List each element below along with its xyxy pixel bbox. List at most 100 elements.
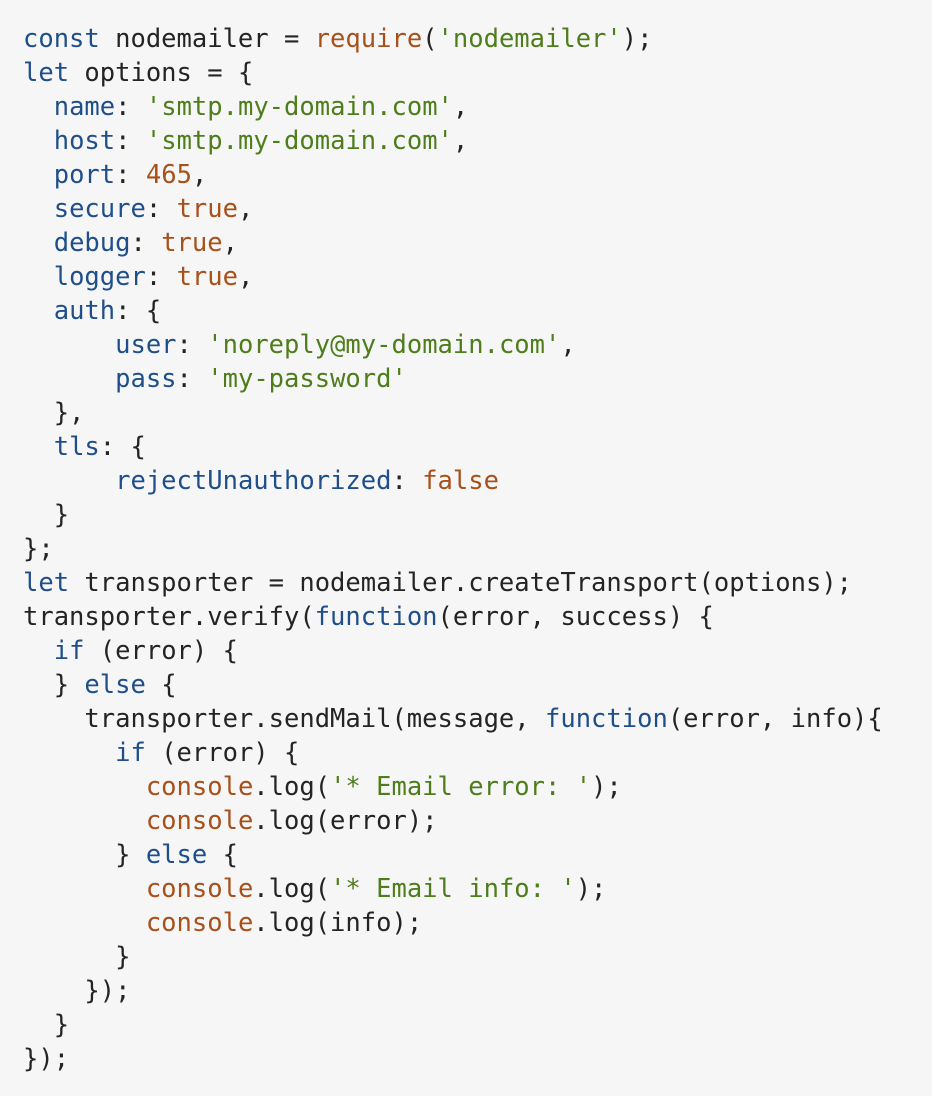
code-token-plain: , [237,262,254,292]
code-line: let transporter = nodemailer.createTrans… [23,566,932,600]
code-token-plain: : { [115,296,162,326]
code-line: pass: 'my-password' [23,362,932,396]
code-token-prop: pass [115,364,177,394]
code-token-builtin: console [145,874,254,904]
code-token-plain: : [145,194,177,224]
code-token-plain: , [237,194,254,224]
code-token-plain [23,296,54,326]
code-line: transporter.sendMail(message, function(e… [23,702,932,736]
code-token-plain: (error) { [84,636,238,666]
code-token-prop: name [53,92,116,122]
code-line: } [23,940,932,974]
code-token-plain [23,738,115,768]
code-token-plain [23,466,115,496]
code-token-prop: tls [53,432,100,462]
code-token-plain: : [115,126,146,156]
code-token-str: 'noreply@my-domain.com' [207,330,561,360]
code-token-plain: , [560,330,576,360]
code-token-plain: : [130,228,162,258]
code-token-prop: user [115,330,177,360]
code-token-plain: }; [23,534,54,564]
code-token-builtin: console [145,908,254,938]
code-token-plain: : [145,262,177,292]
code-line: console.log('* Email info: '); [23,872,932,906]
code-token-plain [23,772,146,802]
code-token-prop: port [53,160,116,190]
code-token-plain: ); [591,772,622,802]
code-token-builtin: console [145,772,254,802]
code-token-bool: false [422,466,499,496]
code-line: user: 'noreply@my-domain.com', [23,328,932,362]
code-token-plain: } [23,1010,70,1040]
code-token-plain: : [176,330,208,360]
code-line: }; [23,532,932,566]
code-token-plain: .log( [253,874,331,904]
code-line: rejectUnauthorized: false [23,464,932,498]
code-token-plain: } [23,840,146,870]
code-token-plain: (error, success) { [437,602,714,632]
code-token-prop: rejectUnauthorized [115,466,392,496]
code-line: name: 'smtp.my-domain.com', [23,90,932,124]
code-line: }); [23,1042,932,1076]
code-line: transporter.verify(function(error, succe… [23,600,932,634]
code-token-kw: else [145,840,208,870]
code-token-plain: : [391,466,423,496]
code-token-plain: (error) { [145,738,300,768]
code-token-plain: , [452,126,469,156]
code-token-plain: transporter.verify( [23,602,315,632]
code-token-num: 465 [145,160,192,190]
code-token-plain: .log(info); [253,908,423,938]
code-token-plain: : [176,364,208,394]
code-line: } else { [23,668,932,702]
code-token-kw: function [314,602,438,632]
code-token-plain: transporter = nodemailer.createTransport… [69,568,853,598]
code-token-plain [23,194,54,224]
code-token-kw: if [53,636,85,666]
code-token-prop: secure [53,194,146,224]
code-line: logger: true, [23,260,932,294]
code-token-bool: true [176,262,238,292]
code-token-kw: let [23,568,70,598]
code-line: port: 465, [23,158,932,192]
code-token-plain [23,160,54,190]
code-token-kw: else [84,670,146,700]
code-token-plain: : [115,160,146,190]
code-token-prop: logger [53,262,146,292]
code-token-plain [23,874,146,904]
code-line: console.log(info); [23,906,932,940]
code-token-plain: } [23,942,131,972]
code-token-plain [23,228,54,258]
code-line: console.log('* Email error: '); [23,770,932,804]
code-token-plain [23,126,54,156]
code-token-plain [23,432,54,462]
code-token-prop: debug [53,228,131,258]
code-token-kw: const [23,24,100,54]
code-token-str: 'my-password' [207,364,407,394]
code-token-plain [23,92,54,122]
code-token-plain: , [191,160,208,190]
code-token-plain: , [452,92,469,122]
code-token-func: require [314,24,423,54]
code-line: } else { [23,838,932,872]
code-token-bool: true [176,194,238,224]
code-token-plain: : [115,92,146,122]
code-token-plain [23,330,115,360]
code-line: secure: true, [23,192,932,226]
code-token-str: 'smtp.my-domain.com' [145,92,453,122]
code-token-plain [23,364,115,394]
code-token-plain: (error, info){ [667,704,883,734]
code-token-plain: options = { [69,58,254,88]
code-line: let options = { [23,56,932,90]
code-token-plain: : { [99,432,146,462]
code-line: }, [23,396,932,430]
code-line: tls: { [23,430,932,464]
code-token-plain: ); [621,24,653,54]
code-line: console.log(error); [23,804,932,838]
code-line: if (error) { [23,634,932,668]
code-token-plain: .log( [253,772,331,802]
code-token-str: 'nodemailer' [437,24,622,54]
code-token-plain [23,806,146,836]
code-line: }); [23,974,932,1008]
code-token-prop: auth [53,296,116,326]
code-token-plain: } [23,670,85,700]
